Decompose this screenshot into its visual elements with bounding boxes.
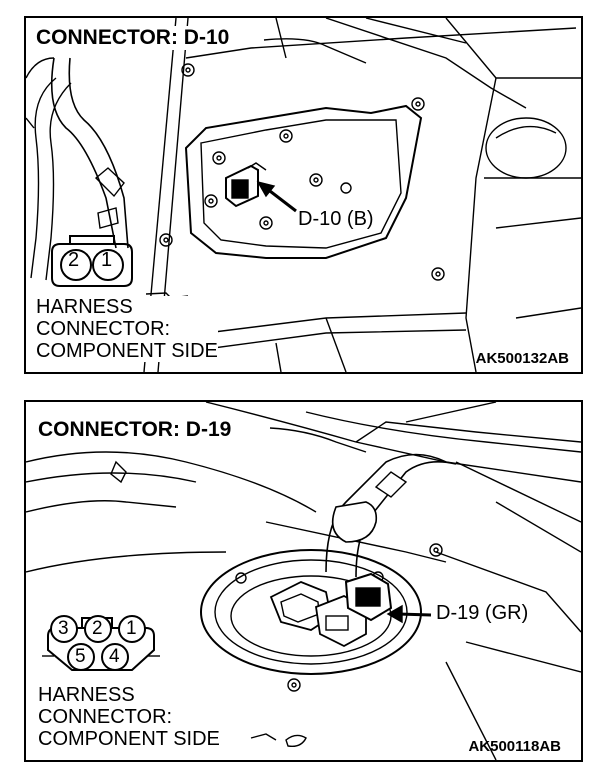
d19-pin-3: 3 (58, 618, 69, 639)
d10-pin-2: 2 (68, 249, 80, 271)
d10-harness-line-2: CONNECTOR: (36, 318, 171, 340)
d19-title: CONNECTOR: D-19 (34, 418, 236, 442)
d19-harness-label: HARNESS CONNECTOR: COMPONENT SIDE (38, 684, 220, 750)
d10-illustration (26, 18, 581, 372)
d19-pin-5: 5 (75, 646, 86, 667)
d10-harness-line-1: HARNESS (36, 296, 133, 318)
connector-d10-panel: CONNECTOR: D-10 D-10 (B) 2 1 HARNESS CON… (24, 16, 583, 374)
d10-pin-1: 1 (101, 249, 113, 271)
d19-harness-line-1: HARNESS (38, 684, 135, 706)
d10-harness-line-3: COMPONENT SIDE (36, 340, 218, 362)
d19-illustration (26, 402, 581, 760)
connector-d19-panel: CONNECTOR: D-19 D-19 (GR) 3 2 1 5 4 HARN… (24, 400, 583, 762)
d19-pin-4: 4 (109, 646, 120, 667)
d10-callout-label: D-10 (B) (298, 208, 374, 230)
d19-harness-line-2: CONNECTOR: (38, 706, 173, 728)
d19-harness-line-3: COMPONENT SIDE (38, 728, 220, 750)
d19-pin-1: 1 (126, 618, 137, 639)
d10-figure-code: AK500132AB (475, 350, 569, 367)
d19-callout-label: D-19 (GR) (436, 602, 529, 624)
d19-figure-code: AK500118AB (468, 738, 561, 755)
d10-title: CONNECTOR: D-10 (32, 26, 234, 50)
d19-pin-2: 2 (92, 618, 103, 639)
d10-harness-label: HARNESS CONNECTOR: COMPONENT SIDE (36, 296, 218, 362)
